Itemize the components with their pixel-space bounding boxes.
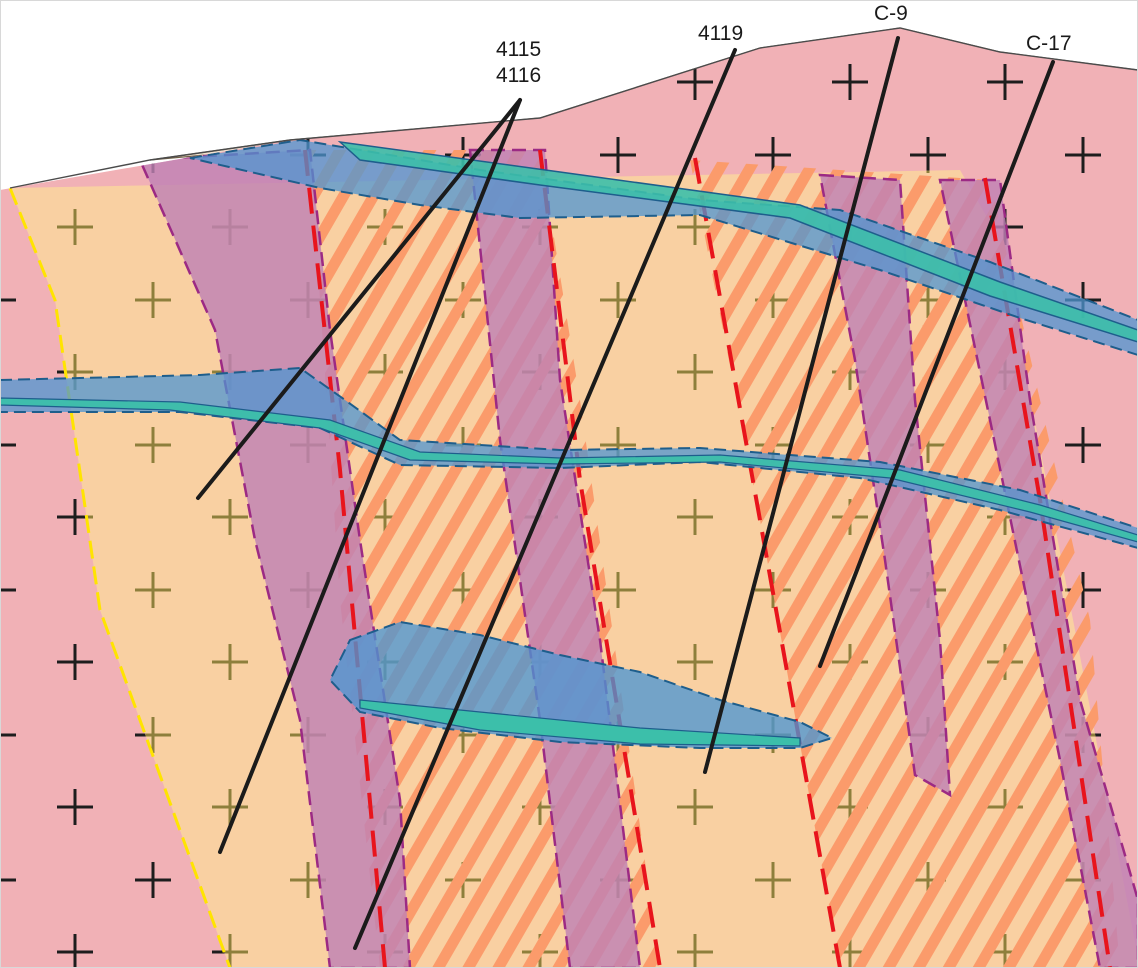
drillhole-4115-trace <box>196 98 522 500</box>
label-4116: 4116 <box>496 64 541 87</box>
blue-lens-upper <box>189 138 1138 357</box>
label-c9: C-9 <box>874 2 908 25</box>
drillhole-c9-trace <box>703 36 900 774</box>
label-4115: 4115 <box>496 38 541 61</box>
blue-lens-lower <box>328 620 835 749</box>
label-c17: C-17 <box>1026 32 1072 55</box>
ground-surface <box>9 27 1138 189</box>
blue-lens-middle <box>0 366 1138 550</box>
drillhole-c17-trace <box>818 60 1055 668</box>
drillholes <box>196 36 1055 950</box>
drillhole-4116-trace <box>218 98 522 854</box>
label-4119: 4119 <box>698 22 743 45</box>
drillhole-4119-trace <box>353 48 737 950</box>
purple-alteration-zones <box>138 148 1138 968</box>
drillhole-labels: 4115 4116 4119 C-9 C-17 <box>496 2 1072 87</box>
